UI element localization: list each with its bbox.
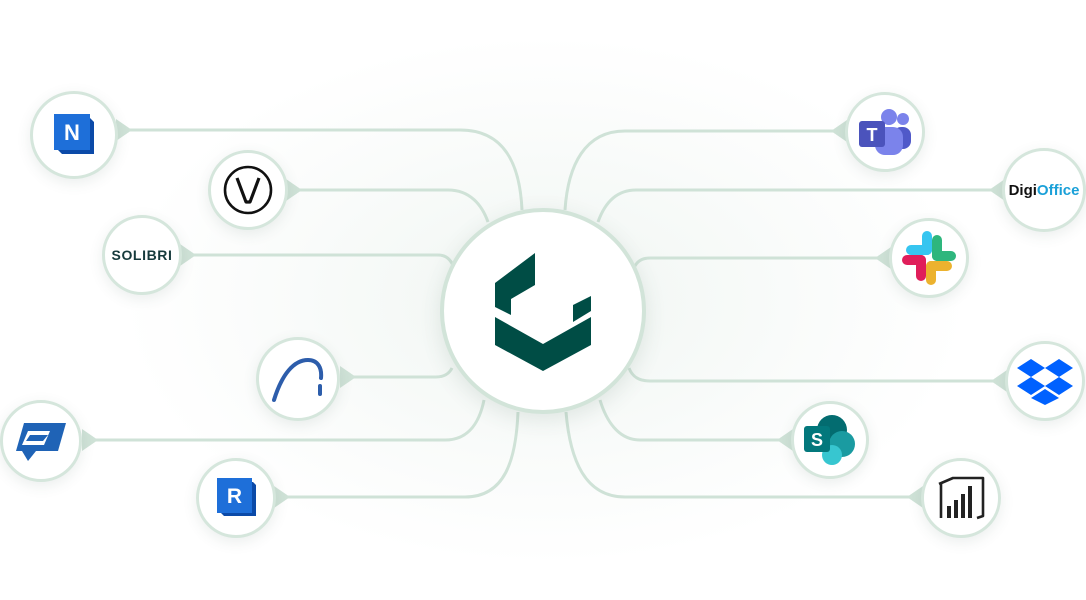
teams-node[interactable]: T: [845, 92, 925, 172]
connector-solibri: [182, 253, 456, 269]
notch-navisworks: [116, 119, 132, 141]
notch-digioffice: [989, 179, 1005, 201]
connector-powerbi: [564, 411, 921, 499]
connector-vectorworks: [288, 188, 490, 223]
navisworks-icon: N: [54, 114, 94, 154]
digioffice-label: DigiOffice: [1009, 182, 1080, 199]
digioffice-node[interactable]: DigiOffice: [1002, 148, 1086, 232]
teams-icon: T: [859, 109, 911, 155]
navisworks-letter: N: [64, 120, 80, 145]
vectorworks-node[interactable]: [208, 150, 288, 230]
powerbi-icon: [938, 476, 985, 520]
solibri-label: SOLIBRI: [111, 247, 173, 263]
sharepoint-letter: S: [811, 430, 823, 450]
connector-trimble: [84, 399, 486, 442]
hub-node: [440, 208, 646, 414]
digioffice-label-main: Digi: [1008, 181, 1037, 199]
notch-archicad: [340, 366, 356, 388]
notch-sharepoint: [777, 429, 793, 451]
notch-vectorworks: [286, 179, 302, 201]
connector-sharepoint: [598, 399, 791, 442]
platform-logo-icon: [495, 253, 591, 371]
trimble-connect-node[interactable]: [0, 400, 82, 482]
notch-dropbox: [991, 370, 1007, 392]
slack-node[interactable]: [889, 218, 969, 298]
dropbox-node[interactable]: [1005, 341, 1085, 421]
sharepoint-node[interactable]: S: [791, 401, 869, 479]
connector-revit: [276, 411, 520, 499]
sharepoint-icon: S: [804, 415, 855, 465]
notch-powerbi: [907, 486, 923, 508]
notch-solibri: [180, 244, 196, 266]
connector-teams: [563, 129, 845, 211]
solibri-node[interactable]: SOLIBRI: [102, 215, 182, 295]
dropbox-icon: [1017, 359, 1073, 405]
notch-revit: [274, 486, 290, 508]
connector-archicad: [342, 367, 454, 379]
connector-slack: [632, 256, 889, 269]
notch-slack: [875, 247, 891, 269]
notch-teams: [831, 120, 847, 142]
revit-letter: R: [227, 485, 242, 508]
connector-navisworks: [118, 128, 524, 211]
trimble-connect-icon: [16, 423, 66, 461]
vectorworks-icon: [223, 165, 273, 215]
digioffice-label-accent: Office: [1036, 181, 1080, 199]
slack-icon: [902, 231, 956, 285]
connector-dropbox: [627, 367, 1005, 383]
revit-icon: R: [217, 478, 256, 516]
archicad-icon: [272, 357, 324, 402]
powerbi-node[interactable]: [921, 458, 1001, 538]
archicad-node[interactable]: [256, 337, 340, 421]
navisworks-node[interactable]: N: [30, 91, 118, 179]
connector-digioffice: [596, 188, 1003, 223]
teams-letter: T: [867, 125, 878, 145]
notch-trimble: [82, 429, 98, 451]
revit-node[interactable]: R: [196, 458, 276, 538]
